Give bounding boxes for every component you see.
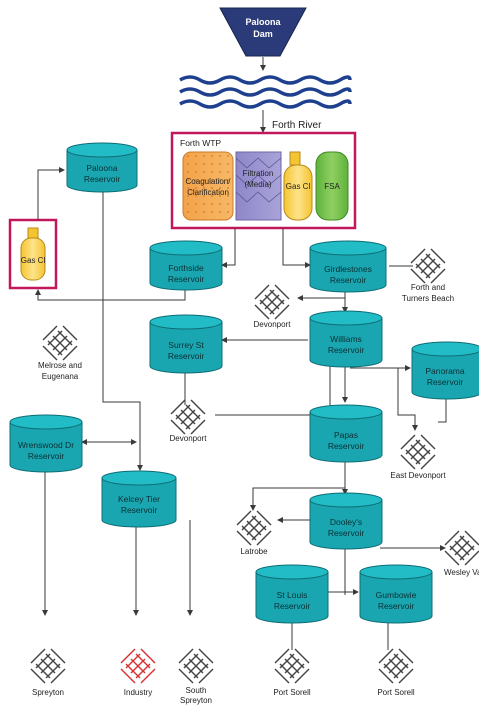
res-girdlestones-line1: Girdlestones [324, 264, 372, 274]
mesh-latrobe-icon [236, 510, 272, 546]
res-paloona-line1: Paloona [86, 163, 117, 173]
wtp-title: Forth WTP [180, 138, 221, 148]
wtp-stage-4-line1: FSA [324, 182, 340, 191]
forth-river [179, 75, 352, 109]
res-williams-line2: Reservoir [328, 345, 365, 355]
zone-melrose-line1: Melrose and [38, 361, 82, 370]
res-papas-line1: Papas [334, 430, 358, 440]
mesh-wesley-vale-icon [444, 530, 479, 566]
reservoir-williams: Williams Reservoir [309, 310, 383, 368]
zone-port-sorell-2: Port Sorell [377, 688, 415, 697]
mesh-spreyton-icon [30, 648, 66, 684]
res-forthside-line2: Reservoir [168, 274, 205, 284]
res-forthside-line1: Forthside [168, 263, 204, 273]
zone-industry: Industry [124, 688, 152, 697]
wtp-stage-3-line1: Gas Cl [286, 182, 311, 191]
wtp-stage-2-line1: Filtration [243, 169, 274, 178]
zone-devonport-1: Devonport [254, 320, 292, 329]
reservoir-wrenswood-dr: Wrenswood Dr Reservoir [9, 414, 83, 473]
gas-cl-station: Gas Cl [8, 218, 58, 290]
pipes [35, 167, 447, 650]
zone-forth-turners-line2: Turners Beach [402, 294, 454, 303]
res-surrey-line2: Reservoir [168, 351, 205, 361]
mesh-melrose-icon [42, 325, 78, 361]
res-papas-line2: Reservoir [328, 441, 365, 451]
res-panorama-line2: Reservoir [427, 377, 464, 387]
reservoir-surrey-st: Surrey St Reservoir [149, 314, 223, 374]
reservoir-gumbowie: Gumbowie Reservoir [359, 564, 433, 624]
mesh-forth-turners-icon [410, 248, 446, 284]
zone-wesley-vale: Wesley Vale [444, 568, 479, 577]
dam-label-line2: Dam [253, 29, 273, 39]
mesh-east-devonport-icon [400, 434, 436, 470]
res-paloona-line2: Reservoir [84, 174, 121, 184]
zone-melrose-line2: Eugenana [42, 372, 79, 381]
mesh-south-spreyton-icon [178, 648, 214, 684]
res-stlouis-line1: St Louis [277, 590, 308, 600]
zone-south-spreyton-line1: South [186, 686, 207, 695]
res-kelcey-line2: Reservoir [121, 505, 158, 515]
zone-port-sorell-1: Port Sorell [273, 688, 311, 697]
res-dooleys-line1: Dooley's [330, 517, 362, 527]
res-panorama-line1: Panorama [425, 366, 464, 376]
zone-south-spreyton-line2: Spreyton [180, 696, 212, 705]
paloona-dam: Paloona Dam [219, 7, 307, 57]
wtp-stage-1-line2: Clarification [187, 188, 229, 197]
mesh-port-sorell-2-icon [378, 648, 414, 684]
reservoir-girdlestones: Girdlestones Reservoir [309, 240, 387, 293]
res-wrenswood-line1: Wrenswood Dr [18, 440, 74, 450]
mesh-industry-icon [120, 648, 156, 684]
zone-forth-turners-line1: Forth and [411, 283, 445, 292]
zone-devonport-2: Devonport [170, 434, 208, 443]
res-kelcey-line1: Kelcey Tier [118, 494, 160, 504]
reservoir-st-louis: St Louis Reservoir [255, 564, 329, 624]
reservoir-panorama: Panorama Reservoir [411, 341, 479, 400]
res-gumbowie-line1: Gumbowie [376, 590, 417, 600]
wtp-stage-2-line2: (Media) [244, 180, 271, 189]
reservoir-papas: Papas Reservoir [309, 404, 383, 463]
river-label: Forth River [272, 120, 322, 131]
res-surrey-line1: Surrey St [168, 340, 204, 350]
zone-latrobe: Latrobe [240, 547, 268, 556]
reservoir-forthside: Forthside Reservoir [149, 240, 223, 291]
mesh-devonport-2-icon [170, 399, 206, 435]
res-williams-line1: Williams [330, 334, 362, 344]
gas-cl-label: Gas Cl [21, 256, 46, 265]
res-wrenswood-line2: Reservoir [28, 451, 65, 461]
zone-spreyton: Spreyton [32, 688, 64, 697]
res-dooleys-line2: Reservoir [328, 528, 365, 538]
wtp-stage-1-line1: Coagulation/ [186, 177, 232, 186]
res-gumbowie-line2: Reservoir [378, 601, 415, 611]
mesh-devonport-1-icon [254, 284, 290, 320]
zone-east-devonport: East Devonport [390, 471, 446, 480]
reservoir-paloona: Paloona Reservoir [66, 142, 138, 193]
mesh-port-sorell-1-icon [274, 648, 310, 684]
res-stlouis-line2: Reservoir [274, 601, 311, 611]
dam-label-line1: Paloona [245, 17, 281, 27]
res-girdlestones-line2: Reservoir [330, 275, 367, 285]
forth-wtp: Forth WTP Coagulation/ Clarification Fil… [170, 131, 357, 230]
reservoir-dooleys: Dooley's Reservoir [309, 492, 383, 550]
reservoir-kelcey-tier: Kelcey Tier Reservoir [101, 470, 177, 528]
